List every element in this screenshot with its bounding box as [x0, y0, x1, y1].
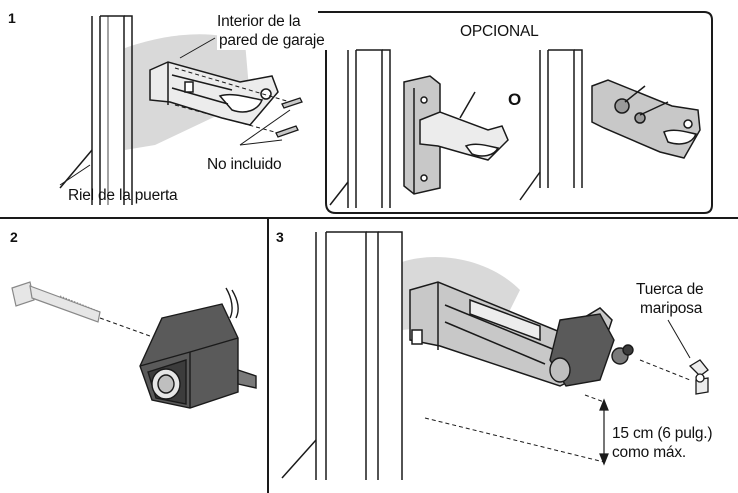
or-label: O [508, 90, 522, 109]
wing-nut-icon [688, 359, 709, 395]
label-wing-nut-line1: Tuerca de [636, 281, 704, 298]
step-number-2: 2 [10, 229, 18, 245]
label-door-rail: Riel de la puerta [68, 187, 178, 204]
step2-illustration [11, 281, 257, 409]
label-max-distance-line1: 15 cm (6 pulg.) [612, 425, 713, 442]
panel-dividers [0, 217, 738, 493]
step1-illustration [59, 15, 303, 205]
step-number-1: 1 [8, 10, 16, 26]
label-interior-wall-line2: pared de garaje [217, 31, 327, 50]
step3-illustration [281, 231, 709, 480]
label-max-distance-line2: como máx. [612, 444, 686, 461]
optional-box [318, 11, 713, 214]
step-number-3: 3 [276, 229, 284, 245]
label-interior-wall-line1: Interior de la [215, 12, 303, 31]
label-not-included: No incluido [207, 156, 282, 173]
label-wing-nut-line2: mariposa [640, 300, 703, 317]
optional-title: OPCIONAL [460, 23, 539, 40]
